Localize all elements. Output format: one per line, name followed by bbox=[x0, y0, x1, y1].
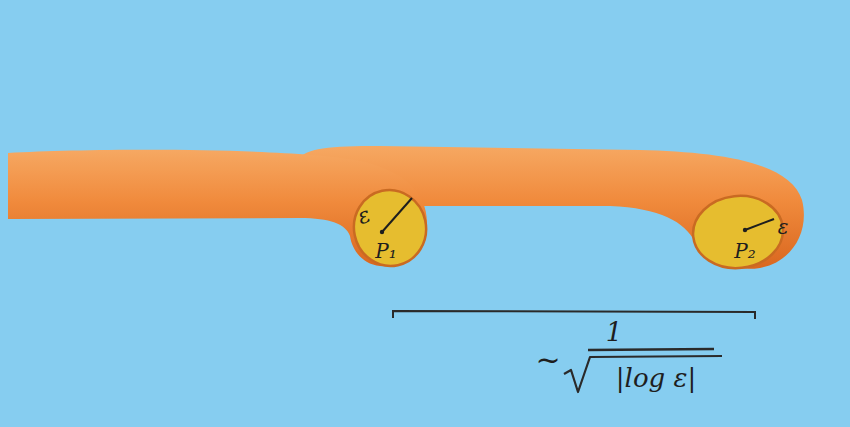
radius-label: ε bbox=[778, 217, 789, 237]
fraction-bar bbox=[588, 349, 714, 350]
center-point bbox=[743, 228, 747, 232]
cross-section-disk: εP₁ bbox=[354, 190, 426, 266]
point-label: P₂ bbox=[734, 241, 755, 261]
disk-face bbox=[689, 191, 786, 272]
radius-line bbox=[745, 219, 774, 230]
approx-sign: ~ bbox=[535, 345, 560, 375]
center-point bbox=[380, 230, 384, 234]
disk-face bbox=[347, 183, 433, 272]
point-label: P₁ bbox=[375, 241, 396, 261]
numerator: 1 bbox=[606, 319, 623, 345]
dimension-bracket bbox=[393, 311, 755, 319]
radius-line bbox=[382, 198, 412, 232]
radical-sign bbox=[564, 356, 722, 392]
denominator: |log ε| bbox=[616, 365, 696, 391]
cross-section-disk: εP₂ bbox=[693, 196, 783, 268]
